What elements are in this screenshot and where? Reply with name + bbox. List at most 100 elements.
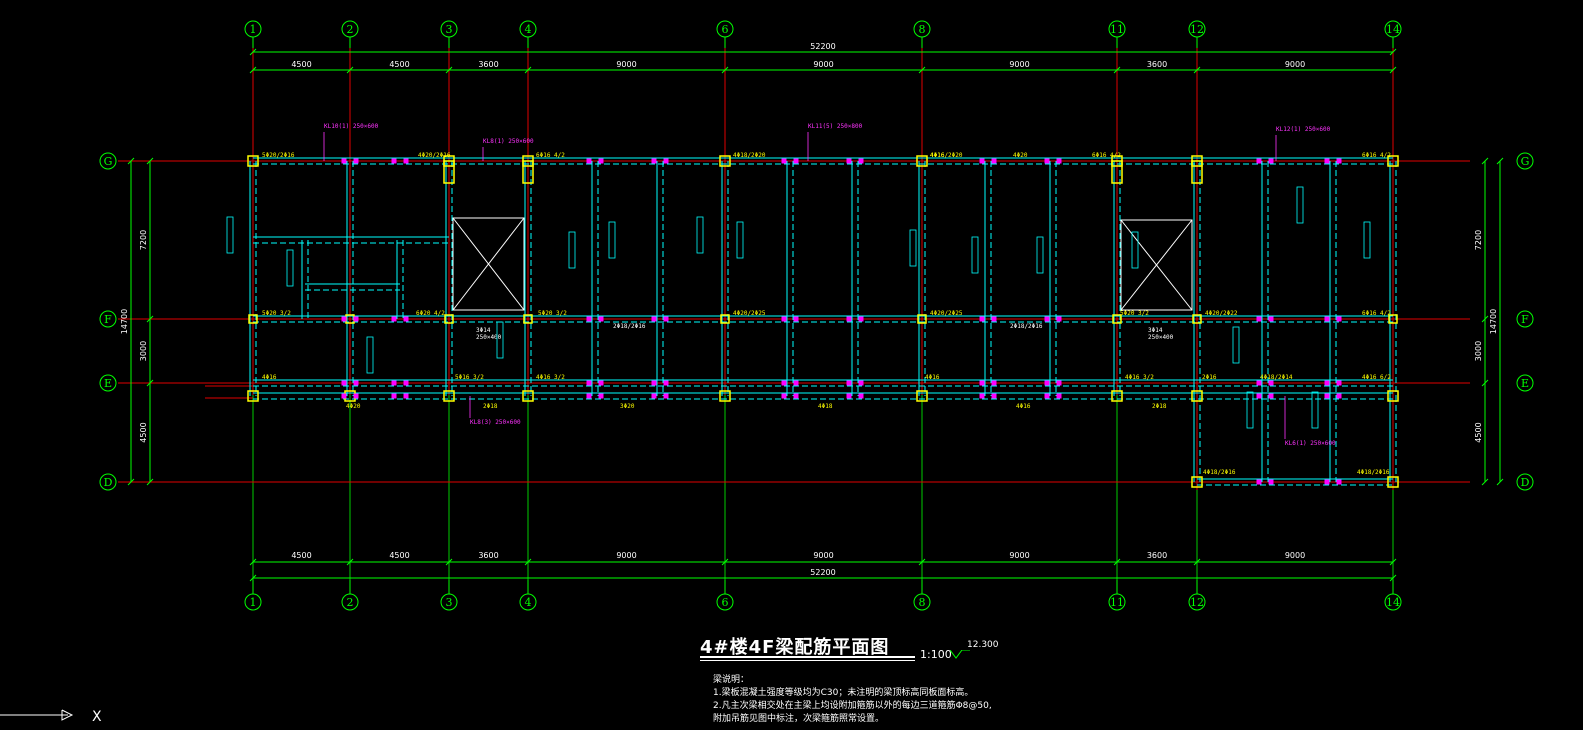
column — [248, 314, 258, 324]
stirrup-mark — [979, 380, 985, 386]
stirrup-mark — [353, 316, 359, 322]
column — [523, 314, 533, 324]
drawing-title: 4#楼4F梁配筋平面图 — [700, 637, 890, 658]
stirrup-mark — [1336, 393, 1342, 399]
beam-tag-box — [1131, 231, 1139, 269]
stirrup-mark — [1268, 393, 1274, 399]
stirrup-mark — [858, 158, 864, 164]
beam-label: 4Φ16 — [930, 152, 945, 159]
beam-label: 4Φ20 — [346, 403, 361, 410]
beam-label: 4Φ18 — [818, 403, 833, 410]
axis-bubble-right-circle — [1516, 374, 1534, 392]
beam-tag-box — [568, 231, 576, 269]
axis-bubble-bottom-label: 6 — [722, 596, 729, 609]
stirrup-mark — [1324, 393, 1330, 399]
stirrup-mark — [598, 393, 604, 399]
dim-total-label: 52200 — [810, 42, 835, 51]
dim-tick — [127, 478, 135, 486]
dim-side-label: 3000 — [1474, 341, 1483, 361]
stirrup-mark — [1056, 158, 1062, 164]
dim-span-label: 9000 — [616, 551, 636, 560]
beam-label: 4Φ20/2Φ25 — [733, 310, 766, 317]
beam-tag-box — [736, 221, 744, 259]
stirrup-mark — [781, 393, 787, 399]
beam-label: 5Φ20 3/2 — [262, 310, 291, 317]
dim-tick — [1389, 558, 1397, 566]
beam-tag-box — [366, 336, 374, 374]
stirrup-mark — [391, 380, 397, 386]
dim-tick — [146, 478, 154, 486]
stirrup-mark — [663, 158, 669, 164]
dim-span-label: 9000 — [616, 60, 636, 69]
beam-tag-box — [608, 221, 616, 259]
dim-span-label: 3600 — [1147, 60, 1167, 69]
beam-label: 4Φ20/2Φ16 — [418, 152, 451, 159]
dim-tick — [1193, 66, 1201, 74]
beam-tag-box — [1036, 236, 1044, 274]
beam-tag-box — [1232, 326, 1240, 364]
beam-label: 4Φ16 — [262, 374, 277, 381]
axis-bubble-right-circle — [1516, 152, 1534, 170]
axis-bubble-top-label: 3 — [446, 23, 453, 36]
beam-label: 4Φ16 6/2 — [1362, 374, 1391, 381]
stirrup-mark — [1324, 316, 1330, 322]
dim-span-label: 3600 — [478, 60, 498, 69]
stirrup-mark — [586, 158, 592, 164]
stirrup-mark — [991, 393, 997, 399]
opening-box — [1120, 219, 1193, 311]
column — [719, 155, 731, 167]
beam-tag-box — [1246, 391, 1254, 429]
beam-label: 6Φ16 4/2 — [1362, 310, 1391, 317]
column — [719, 390, 731, 402]
dim-span-label: 3600 — [478, 551, 498, 560]
stirrup-mark — [1256, 316, 1262, 322]
column — [1387, 476, 1399, 488]
axis-bubble-left-label: D — [104, 476, 113, 489]
stirrup-mark — [586, 393, 592, 399]
opening-cross — [452, 217, 525, 311]
axis-bubble-left-circle — [99, 310, 117, 328]
dim-tick — [721, 66, 729, 74]
stirrup-mark — [403, 316, 409, 322]
title-underline — [700, 656, 915, 658]
notes-line: 2.凡主次梁相交处在主梁上均设附加箍筋以外的每边三道箍筋Φ8@50, — [713, 701, 992, 711]
stirrup-mark — [341, 158, 347, 164]
dim-span-label: 4500 — [291, 60, 311, 69]
dim-span-label: 4500 — [389, 60, 409, 69]
opening-box — [452, 217, 525, 311]
axis-bubble-bottom-label: 11 — [1110, 596, 1124, 609]
stirrup-mark — [781, 316, 787, 322]
dim-tick — [1389, 66, 1397, 74]
beam-label: KL11(5) 250×800 — [808, 123, 863, 130]
beam-label: 4Φ18/2Φ20 — [733, 152, 766, 159]
stirrup-mark — [979, 393, 985, 399]
dim-tick — [524, 558, 532, 566]
column — [1191, 476, 1203, 488]
columns — [247, 155, 1399, 488]
dim-tick — [249, 66, 257, 74]
stirrup-mark — [586, 316, 592, 322]
stirrup-mark — [391, 316, 397, 322]
beam-label: 5Φ20 3/2 — [1120, 310, 1149, 317]
axis-bubble-top-label: 8 — [919, 23, 926, 36]
stirrup-mark — [991, 158, 997, 164]
stirrup-mark — [598, 380, 604, 386]
column — [1192, 314, 1202, 324]
dim-side-total: 14700 — [1489, 309, 1498, 334]
stirrup-mark — [1324, 479, 1330, 485]
axis-bubble-left-label: E — [104, 377, 112, 390]
stirrup-mark — [391, 158, 397, 164]
dim-tick — [1113, 66, 1121, 74]
opening-cross — [1120, 219, 1193, 311]
beam-tag-box — [696, 216, 704, 254]
elevation-marker-icon — [950, 650, 970, 659]
stirrup-mark — [991, 380, 997, 386]
axis-bubble-left-label: G — [104, 155, 113, 168]
dim-tick — [1481, 157, 1489, 165]
column — [444, 314, 454, 324]
dim-tick — [146, 315, 154, 323]
axis-bubble-right-label: G — [1521, 155, 1530, 168]
title-underline-thin — [700, 660, 915, 661]
stirrup-mark — [651, 158, 657, 164]
dimension-lines — [127, 48, 1504, 582]
